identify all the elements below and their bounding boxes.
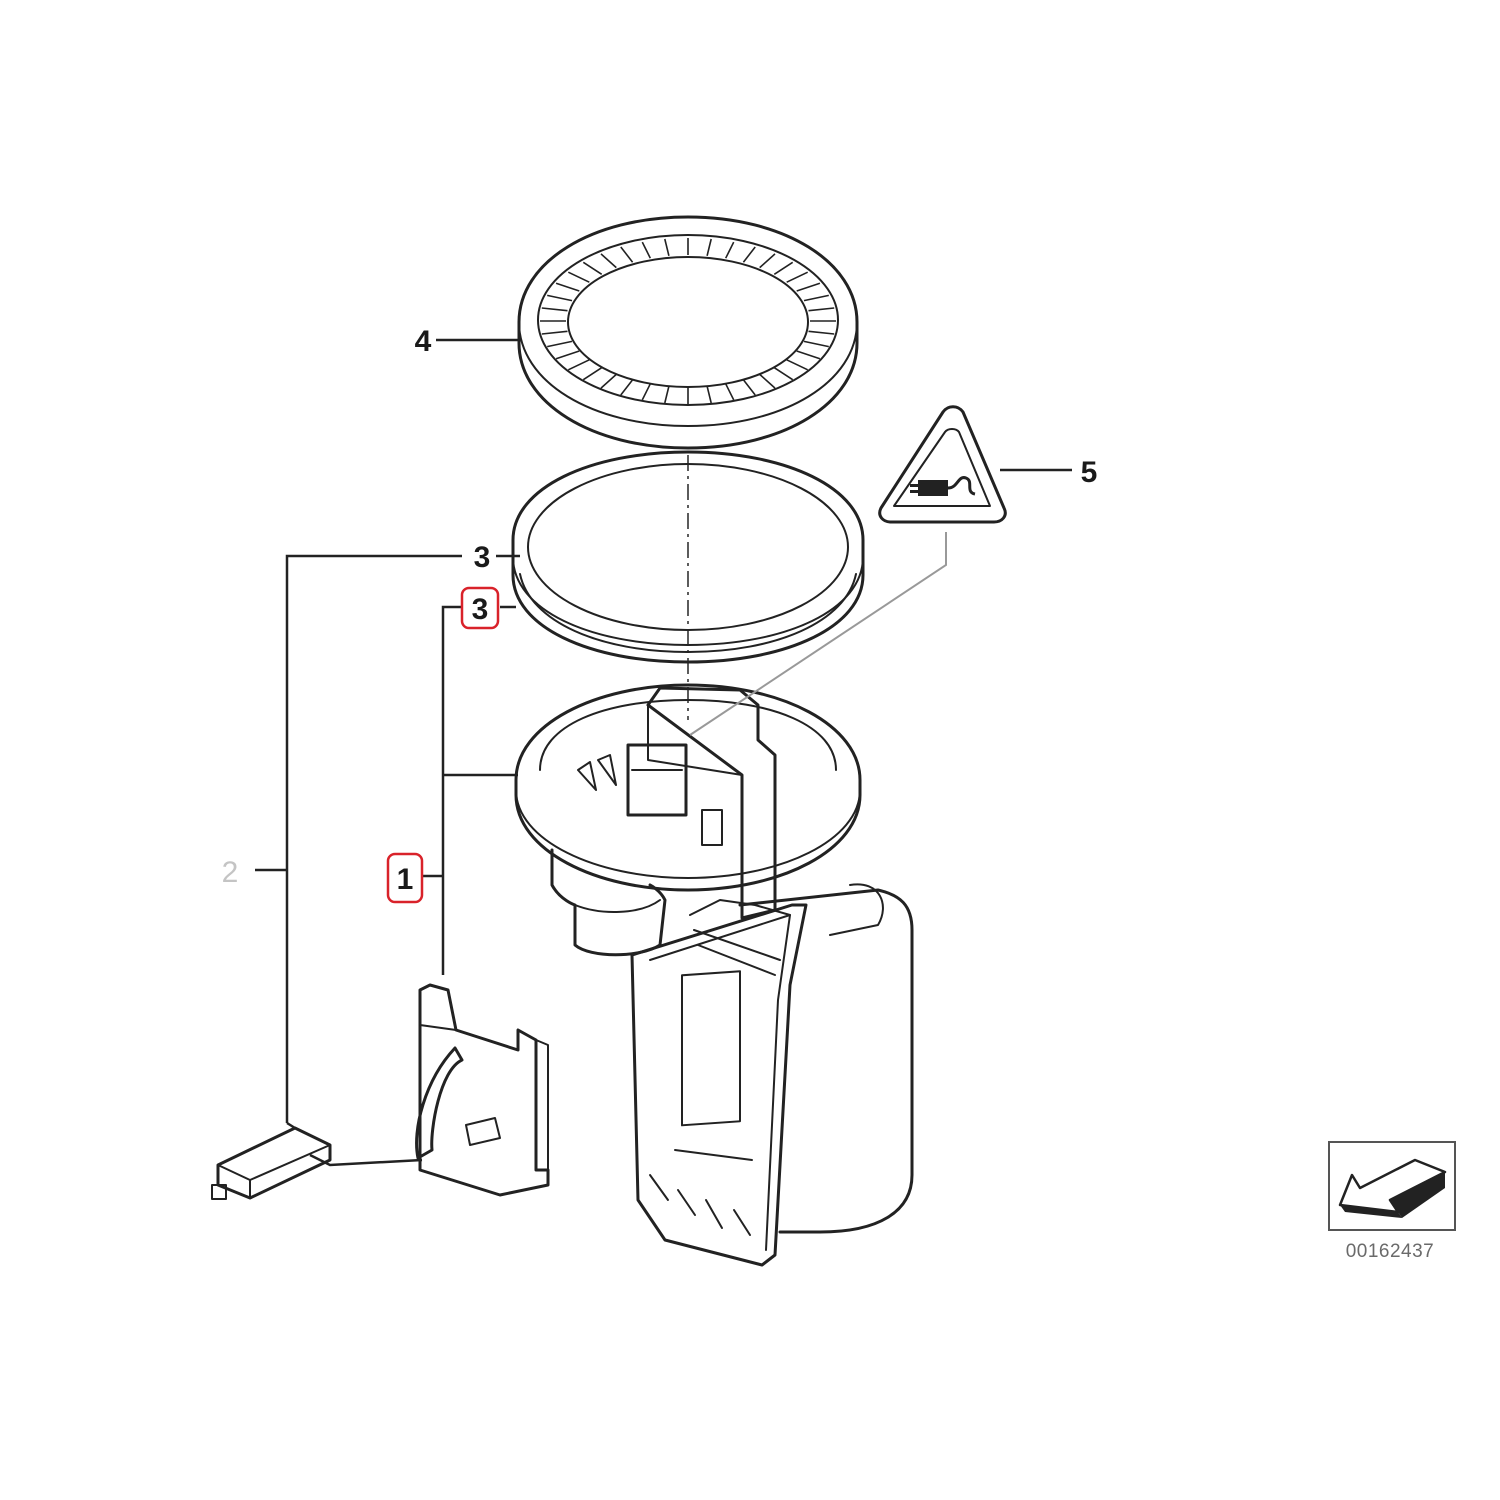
ring-rib bbox=[803, 340, 829, 348]
warning-label-electrical[interactable] bbox=[878, 405, 1007, 524]
callout-3-lower[interactable]: 3 bbox=[472, 593, 489, 626]
ring-rib bbox=[567, 359, 590, 371]
callout-2[interactable]: 2 bbox=[222, 856, 239, 889]
ring-rib bbox=[773, 367, 794, 381]
ring-rib bbox=[541, 330, 568, 335]
ring-rib bbox=[547, 294, 573, 302]
ring-rib bbox=[641, 241, 652, 259]
ring-rib bbox=[620, 246, 634, 263]
ring-rib bbox=[555, 350, 580, 360]
mounting-ring-ribs bbox=[540, 238, 836, 404]
ring-rib bbox=[555, 282, 580, 292]
ring-rib bbox=[706, 238, 712, 256]
ring-rib bbox=[803, 294, 829, 302]
ring-rib bbox=[706, 386, 712, 404]
bracket-2 bbox=[285, 554, 462, 1123]
ring-rib bbox=[541, 307, 568, 312]
leader-2-float bbox=[286, 1121, 296, 1130]
ring-rib bbox=[742, 379, 756, 396]
highlight-box-3 bbox=[460, 586, 500, 630]
ring-rib bbox=[759, 373, 776, 389]
ring-rib bbox=[582, 261, 603, 275]
callout-3-upper[interactable]: 3 bbox=[474, 541, 491, 574]
ring-rib bbox=[724, 241, 735, 259]
callout-5[interactable]: 5 bbox=[1081, 456, 1098, 489]
diagram-id: 00162437 bbox=[1346, 1241, 1435, 1262]
o-ring-seal-upper[interactable] bbox=[511, 450, 865, 664]
ring-rib bbox=[786, 271, 809, 283]
ring-rib bbox=[582, 367, 603, 381]
ring-rib bbox=[664, 238, 670, 256]
ring-rib bbox=[773, 261, 794, 275]
ring-rib bbox=[808, 307, 835, 312]
ring-rib bbox=[620, 379, 634, 396]
bracket-1 bbox=[441, 605, 462, 975]
ring-rib bbox=[786, 359, 809, 371]
ring-rib bbox=[600, 373, 617, 389]
ring-rib bbox=[808, 330, 835, 335]
fuel-pump-assembly[interactable] bbox=[514, 683, 914, 1267]
ring-rib bbox=[641, 383, 652, 401]
callout-1[interactable]: 1 bbox=[397, 863, 414, 896]
electric-plug-icon bbox=[910, 476, 976, 496]
ring-rib bbox=[796, 350, 821, 360]
ring-rib bbox=[759, 253, 776, 269]
ring-rib bbox=[567, 271, 590, 283]
orientation-arrow-icon bbox=[1328, 1141, 1456, 1231]
mounting-ring-nut[interactable] bbox=[517, 215, 859, 450]
ring-rib bbox=[600, 253, 617, 269]
highlight-box-1 bbox=[386, 852, 424, 904]
ring-rib bbox=[742, 246, 756, 263]
warning-label-leader bbox=[689, 532, 947, 736]
ring-rib bbox=[724, 383, 735, 401]
ring-rib bbox=[547, 340, 573, 348]
ring-rib bbox=[796, 282, 821, 292]
ring-rib bbox=[664, 386, 670, 404]
callout-4[interactable]: 4 bbox=[415, 325, 432, 358]
fuel-level-sender[interactable] bbox=[211, 983, 550, 1200]
